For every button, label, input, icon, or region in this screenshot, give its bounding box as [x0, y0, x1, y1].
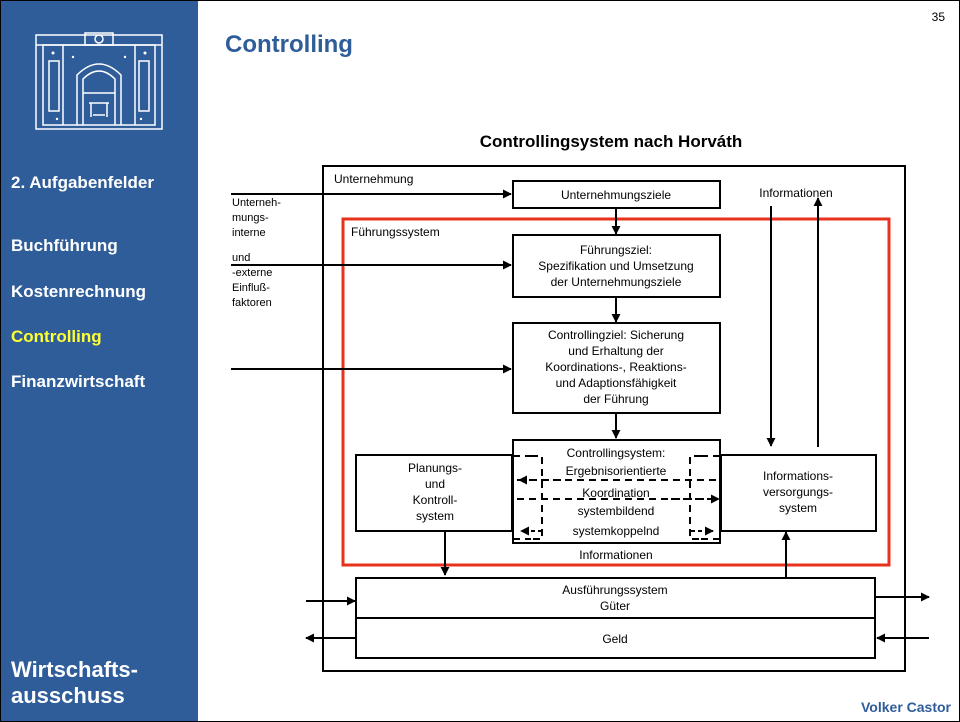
organization-line: Wirtschafts-: [11, 657, 138, 682]
planning-system-line: Planungs-: [408, 461, 462, 475]
planning-system-line: Kontroll-: [413, 493, 458, 507]
unternehmung-label: Unternehmung: [334, 172, 413, 186]
factor-line: -externe: [232, 267, 272, 279]
leadership-goal-line: der Unternehmungsziele: [551, 275, 682, 289]
controlling-system-line: systemkoppelnd: [573, 524, 660, 538]
info-bottom-label: Informationen: [579, 548, 652, 562]
planning-system-line: system: [416, 509, 454, 523]
controlling-system-line: systembildend: [578, 504, 655, 518]
info-supply-line: system: [779, 501, 817, 515]
factor-line: Unterneh-: [232, 197, 281, 209]
money-box: [355, 617, 876, 659]
goals-box-label: Unternehmungsziele: [561, 188, 671, 202]
controlling-goal-line: der Führung: [583, 392, 648, 406]
unternehmung-frame: [322, 165, 906, 672]
diagram-title: Controllingsystem nach Horváth: [480, 132, 743, 151]
fuehrungssystem-label: Führungssystem: [351, 225, 440, 239]
controlling-system-line: Controllingsystem:: [567, 446, 666, 460]
controlling-system-line: Ergebnisorientierte: [566, 464, 667, 478]
controlling-goal-line: Controllingziel: Sicherung: [548, 328, 684, 342]
planning-system-line: und: [425, 477, 445, 491]
controlling-system-box: [512, 439, 721, 544]
sidebar-item-controlling[interactable]: Controlling: [11, 327, 102, 346]
info-supply-system-box: [720, 454, 877, 532]
factor-line: interne: [232, 227, 266, 239]
sidebar: 2. Aufgabenfelder Buchführung Kostenrech…: [1, 1, 198, 721]
organization-name: Wirtschafts- ausschuss: [11, 657, 138, 709]
sidebar-item-kostenrechnung[interactable]: Kostenrechnung: [11, 282, 147, 301]
execution-system-box: [355, 577, 876, 619]
sidebar-item-finanzwirtschaft[interactable]: Finanzwirtschaft: [11, 372, 146, 391]
info-top-label: Informationen: [759, 186, 832, 200]
leadership-goal-line: Führungsziel:: [580, 243, 652, 257]
factor-line: mungs-: [232, 212, 269, 224]
sidebar-item-buchfuehrung[interactable]: Buchführung: [11, 236, 118, 255]
controlling-goal-line: und Erhaltung der: [568, 344, 663, 358]
sidebar-section-title: 2. Aufgabenfelder: [11, 173, 154, 192]
factor-line: und: [232, 252, 250, 264]
money-label: Geld: [602, 632, 627, 646]
external-factors-label: Unterneh- mungs- interne und -externe Ei…: [232, 197, 281, 309]
page-number: 35: [931, 10, 945, 24]
execution-system-line: Ausführungssystem: [562, 583, 667, 597]
execution-system-line: Güter: [600, 599, 630, 613]
controlling-system-line: Koordination: [582, 486, 649, 500]
controlling-goal-line: und Adaptionsfähigkeit: [556, 376, 677, 390]
university-logo: [35, 32, 163, 130]
leadership-goal-line: Spezifikation und Umsetzung: [538, 259, 693, 273]
info-supply-line: versorgungs-: [763, 485, 833, 499]
controlling-goal-line: Koordinations-, Reaktions-: [545, 360, 686, 374]
controlling-goal-box: [512, 322, 721, 414]
planning-system-box: [355, 454, 513, 532]
factor-line: Einfluß-: [232, 282, 270, 294]
organization-line: ausschuss: [11, 683, 125, 708]
coordination-dashed-links: [513, 455, 719, 540]
factor-line: faktoren: [232, 297, 272, 309]
info-supply-line: Informations-: [763, 469, 833, 483]
slide-title: Controlling: [225, 31, 353, 58]
author-credit: Volker Castor: [861, 699, 951, 715]
